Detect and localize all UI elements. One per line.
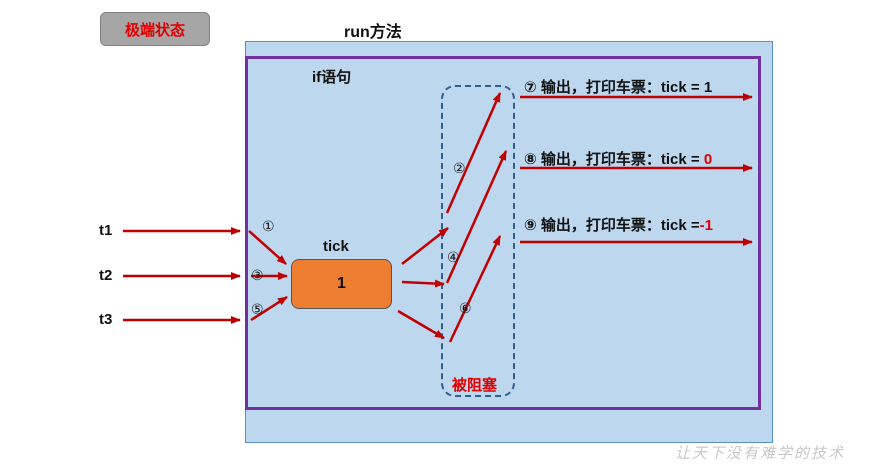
- output-8-text: 输出，打印车票：tick =: [540, 151, 704, 168]
- output-8-value: 0: [703, 151, 713, 168]
- output-9: ⑨ 输出，打印车票：tick =-1: [524, 214, 713, 235]
- tick-value: 1: [337, 275, 346, 292]
- arrow-5-to-tick: [250, 295, 288, 322]
- arrow-tick-up: [401, 227, 449, 265]
- if-statement-box: [245, 56, 761, 410]
- output-8: ⑧ 输出，打印车票：tick = 0: [524, 148, 712, 169]
- arrow-6-diagonal: [448, 235, 502, 343]
- status-badge: 极端状态: [100, 12, 210, 46]
- blocked-label: 被阻塞: [452, 377, 498, 394]
- step-4: ④: [447, 249, 460, 265]
- arrow-tick-down: [397, 309, 445, 340]
- output-7-value: 1: [703, 79, 713, 96]
- step-6: ⑥: [459, 300, 472, 316]
- tick-label: tick: [323, 238, 349, 255]
- thread-label-t3: t3: [99, 311, 113, 328]
- thread-label-t2: t2: [99, 267, 113, 284]
- blocked-zone: [441, 85, 515, 397]
- if-statement-label: if语句: [312, 69, 352, 86]
- thread-label-t1: t1: [99, 222, 113, 239]
- output-7-step: ⑦: [524, 79, 537, 96]
- output-9-text: 输出，打印车票：tick =: [540, 217, 700, 234]
- output-8-step: ⑧: [524, 151, 537, 168]
- step-2: ②: [453, 160, 466, 176]
- arrow-tick-mid: [401, 279, 445, 288]
- output-9-step: ⑨: [524, 217, 537, 234]
- arrow-4-diagonal: [445, 150, 508, 284]
- step-5: ⑤: [251, 301, 264, 317]
- output-9-value: -1: [699, 217, 713, 234]
- output-7: ⑦ 输出，打印车票：tick = 1: [524, 76, 712, 97]
- tick-variable-box: 1: [291, 259, 392, 309]
- output-7-text: 输出，打印车票：tick =: [540, 79, 704, 96]
- arrow-2-diagonal: [445, 92, 502, 214]
- arrow-1-to-tick: [248, 230, 287, 265]
- watermark: 让天下没有难学的技术: [675, 444, 846, 462]
- run-method-title: run方法: [344, 24, 402, 41]
- step-1: ①: [262, 218, 275, 234]
- step-3: ③: [251, 267, 264, 283]
